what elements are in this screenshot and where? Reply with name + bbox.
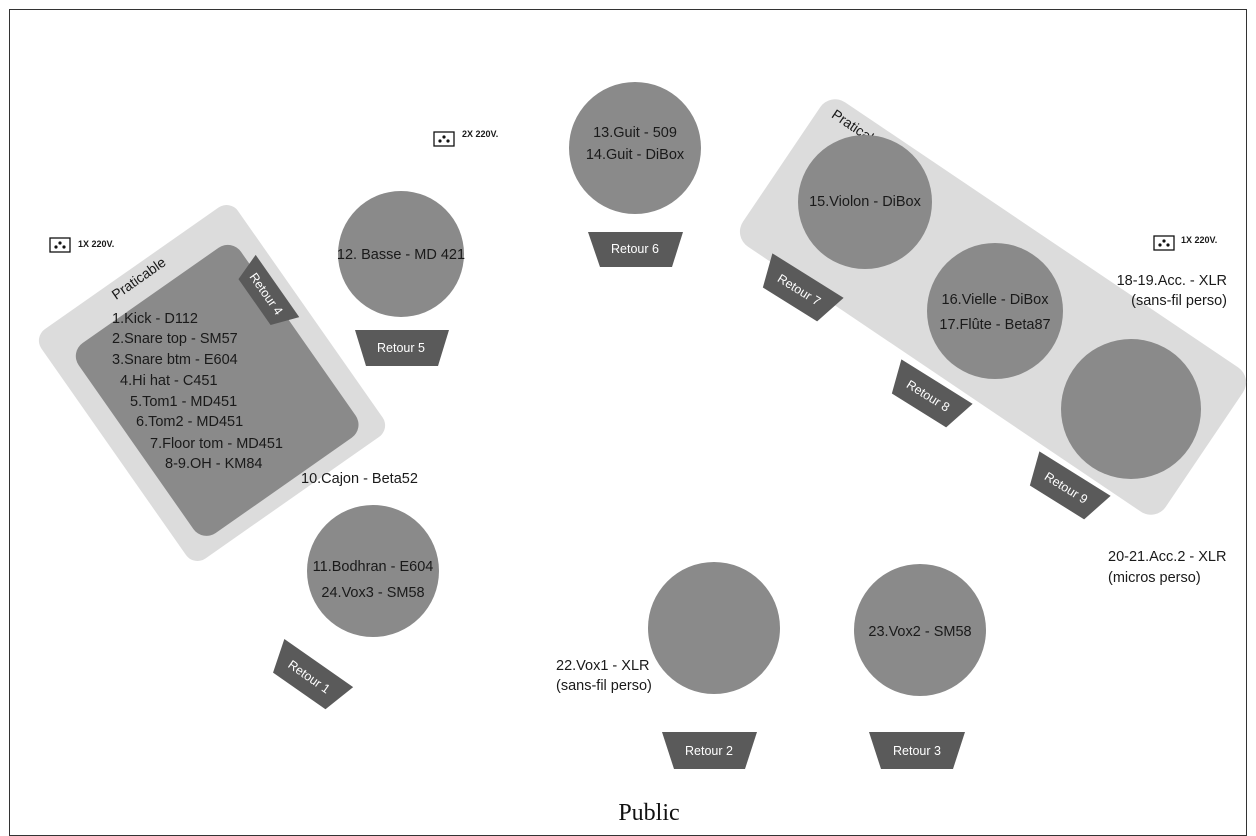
power-right-label: 1X 220V. xyxy=(1181,235,1217,245)
retour-6: Retour 6 xyxy=(588,232,683,267)
drum-mic-1: 1.Kick - D112 xyxy=(112,311,198,327)
circle-vox2-label: 23.Vox2 - SM58 xyxy=(868,624,971,640)
power-center-label: 2X 220V. xyxy=(462,129,498,139)
acc2-label-1: 20-21.Acc.2 - XLR xyxy=(1108,549,1226,565)
circle-vielle: 16.Vielle - DiBox 17.Flûte - Beta87 xyxy=(927,243,1063,379)
retour-6-label: Retour 6 xyxy=(611,242,659,256)
circle-bodhran: 11.Bodhran - E604 24.Vox3 - SM58 xyxy=(307,505,439,637)
retour-2: Retour 2 xyxy=(662,732,757,769)
retour-6-shape xyxy=(588,232,683,267)
circle-guit-label-1: 13.Guit - 509 xyxy=(593,125,677,141)
audience-label: Public xyxy=(618,800,679,826)
circle-vielle-label-1: 16.Vielle - DiBox xyxy=(942,292,1050,308)
drum-mic-6: 6.Tom2 - MD451 xyxy=(136,414,243,430)
retour-2-label: Retour 2 xyxy=(685,744,733,758)
circle-guit-shape xyxy=(569,82,701,214)
retour-2-shape xyxy=(662,732,757,769)
outlet-icon xyxy=(1153,235,1175,251)
retour-5-shape xyxy=(355,330,449,366)
acc-label-2: (sans-fil perso) xyxy=(1131,293,1227,309)
circle-vox2-shape xyxy=(854,564,986,696)
circle-basse-shape xyxy=(338,191,464,317)
drum-mic-2: 2.Snare top - SM57 xyxy=(112,331,238,347)
circle-violon-shape xyxy=(798,135,932,269)
vox1-label-2: (sans-fil perso) xyxy=(556,678,652,694)
retour-3-label: Retour 3 xyxy=(893,744,941,758)
circle-vielle-label-2: 17.Flûte - Beta87 xyxy=(939,317,1050,333)
retour-8-shape xyxy=(891,359,973,428)
circle-violon-label: 15.Violon - DiBox xyxy=(809,194,922,210)
circle-guit-label-2: 14.Guit - DiBox xyxy=(586,147,685,163)
circle-bodhran-label-2: 24.Vox3 - SM58 xyxy=(321,585,424,601)
power-left-label: 1X 220V. xyxy=(78,239,114,249)
circle-bodhran-label-1: 11.Bodhran - E604 xyxy=(313,559,434,575)
retour-7-shape xyxy=(762,253,844,322)
outlet-icon xyxy=(433,131,455,147)
retour-1-shape xyxy=(273,638,354,710)
acc-label-1: 18-19.Acc. - XLR xyxy=(1117,273,1227,289)
vox1-label-1: 22.Vox1 - XLR xyxy=(556,658,650,674)
drum-mic-8: 8-9.OH - KM84 xyxy=(165,456,263,472)
cajon-label: 10.Cajon - Beta52 xyxy=(301,471,418,487)
drum-mic-5: 5.Tom1 - MD451 xyxy=(130,394,237,410)
drum-mic-3: 3.Snare btm - E604 xyxy=(112,352,238,368)
circle-violon: 15.Violon - DiBox xyxy=(798,135,932,269)
circle-basse-label: 12. Basse - MD 421 xyxy=(337,247,465,263)
retour-1: Retour 1 xyxy=(273,638,354,710)
drum-mic-7: 7.Floor tom - MD451 xyxy=(150,436,283,452)
power-right: 1X 220V. xyxy=(1153,235,1217,251)
drum-mic-list: 1.Kick - D112 2.Snare top - SM57 3.Snare… xyxy=(112,311,283,472)
circle-guit: 13.Guit - 509 14.Guit - DiBox xyxy=(569,82,701,214)
drum-mic-4: 4.Hi hat - C451 xyxy=(120,373,218,389)
circle-basse: 12. Basse - MD 421 xyxy=(337,191,465,317)
retour-5: Retour 5 xyxy=(355,330,449,366)
retour-5-label: Retour 5 xyxy=(377,341,425,355)
circle-acc xyxy=(1061,339,1201,479)
retour-3-shape xyxy=(869,732,965,769)
outlet-icon xyxy=(49,237,71,253)
retour-3: Retour 3 xyxy=(869,732,965,769)
acc2-label-2: (micros perso) xyxy=(1108,570,1201,586)
power-left: 1X 220V. xyxy=(49,237,114,253)
circle-vox2: 23.Vox2 - SM58 xyxy=(854,564,986,696)
circle-vox1 xyxy=(648,562,780,694)
power-center: 2X 220V. xyxy=(433,129,498,147)
retour-9-shape xyxy=(1029,451,1111,520)
circle-bodhran-shape xyxy=(307,505,439,637)
retour-4-shape xyxy=(238,254,300,325)
drum-riser xyxy=(75,244,359,536)
circle-vielle-shape xyxy=(927,243,1063,379)
